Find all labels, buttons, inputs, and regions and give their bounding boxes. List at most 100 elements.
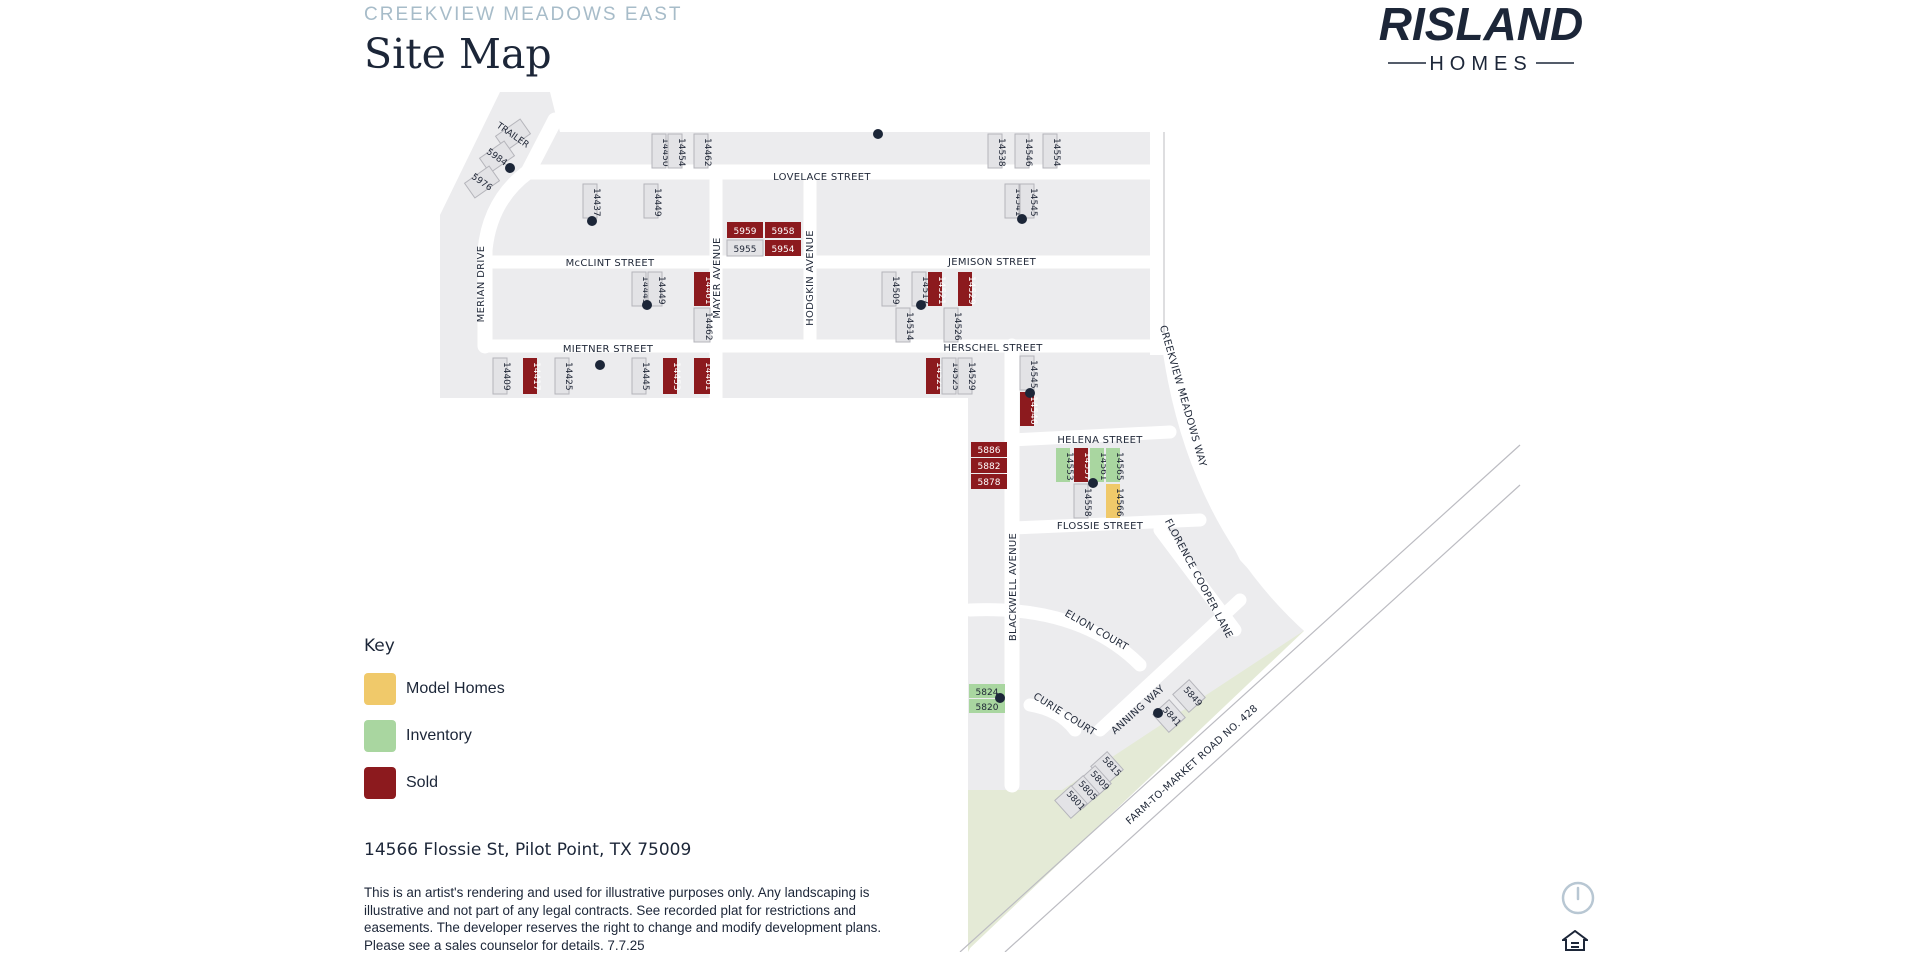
lot-14558[interactable]: 14558 [1082,488,1092,517]
street-flossie: FLOSSIE STREET [1057,521,1144,532]
risland-logo: RISLAND HOMES [1379,0,1583,75]
lot-5958[interactable]: 5958 [772,227,795,237]
lot-14462b[interactable]: 14462 [703,312,713,341]
marker-icon [642,300,652,310]
key-item-model: Model Homes [364,673,505,705]
lot-14529a[interactable]: 14529 [966,276,976,305]
lot-14462a[interactable]: 14462 [702,138,712,167]
key-item-inventory: Inventory [364,720,472,752]
lot-14526[interactable]: 14526 [952,312,962,341]
lot-14454[interactable]: 14454 [676,138,686,167]
inventory-swatch [364,720,396,752]
lot-14521a[interactable]: 14521 [936,276,946,305]
street-herschel: HERSCHEL STREET [943,343,1043,354]
equal-housing-icon [1562,930,1588,951]
lot-14453[interactable]: 14453 [671,362,681,391]
marker-icon [1153,708,1163,718]
street-helena: HELENA STREET [1057,435,1143,446]
lot-14553[interactable]: 14553 [1064,452,1074,481]
lot-14521b[interactable]: 14521 [934,362,944,391]
fm-road [959,444,1521,952]
lot-14545b[interactable]: 14545 [1028,360,1038,389]
lot-14541[interactable]: 14541 [1013,188,1023,217]
lot-14445a[interactable]: 14445 [640,276,650,305]
street-mayer: MAYER AVENUE [712,237,723,318]
map-markers [505,129,1163,718]
lot-14565[interactable]: 14565 [1114,452,1124,481]
disclaimer: This is an artist's rendering and used f… [364,885,882,953]
lots-mid: 14445 14449 14461 14462 14509 14517 1452… [631,271,976,343]
lot-5824[interactable]: 5824 [976,688,999,698]
green-space-east [968,630,1305,950]
lots-north: 14450 14454 14462 14538 14546 14554 1443… [582,133,1061,219]
power-icon[interactable] [1560,880,1596,916]
lot-14417[interactable]: 14417 [531,362,541,391]
page-title: Site Map [364,30,552,78]
street-merian: MERIAN DRIVE [476,246,487,323]
street-mietner: MIETNER STREET [563,344,654,355]
logo-sub: HOMES [1429,53,1532,75]
lot-14545a[interactable]: 14545 [1028,188,1038,217]
key-label-model: Model Homes [406,680,505,697]
marker-icon [995,693,1005,703]
lot-14529b[interactable]: 14529 [966,362,976,391]
lot-14525[interactable]: 14525 [950,362,960,391]
lot-5959[interactable]: 5959 [734,227,757,237]
key-item-sold: Sold [364,767,438,799]
lot-14425[interactable]: 14425 [563,362,573,391]
block-west-south [440,355,725,398]
block-east [968,355,1305,790]
lot-14437[interactable]: 14437 [591,188,601,217]
lot-14514[interactable]: 14514 [904,312,914,341]
marker-icon [873,129,883,139]
lots-helena: 14553 14557 14561 14565 14558 14566 [1056,448,1124,519]
model-swatch [364,673,396,705]
lot-5886[interactable]: 5886 [978,446,1001,456]
key-label-inventory: Inventory [406,727,472,744]
lot-5954[interactable]: 5954 [772,245,795,255]
lots-5950s: 5959 5958 5955 5954 [726,222,801,257]
marker-icon [1017,214,1027,224]
lot-14445b[interactable]: 14445 [640,362,650,391]
lot-14561[interactable]: 14561 [1098,452,1108,481]
lot-5820[interactable]: 5820 [976,703,999,713]
street-hodgkin: HODGKIN AVENUE [805,230,816,326]
marker-icon [595,360,605,370]
lots-northwest: TRAILER 5984 5976 [463,118,532,199]
lot-14538[interactable]: 14538 [996,138,1006,167]
marker-icon [587,216,597,226]
lot-14461b[interactable]: 14461 [703,362,713,391]
lot-14450[interactable]: 14450 [660,138,670,167]
street-blackwell: BLACKWELL AVENUE [1008,533,1019,641]
streets [477,112,1323,793]
lot-5882[interactable]: 5882 [978,462,1001,472]
lots-anning: 5849 5841 5815 5809 5805 5801 [1054,679,1206,819]
lot-14517[interactable]: 14517 [920,276,930,305]
lot-14509[interactable]: 14509 [890,276,900,305]
street-mcclint: McCLINT STREET [566,258,655,269]
street-lovelace: LOVELACE STREET [773,172,871,183]
lot-14566[interactable]: 14566 [1114,488,1124,517]
lot-14554[interactable]: 14554 [1051,138,1061,167]
street-jemison: JEMISON STREET [947,257,1037,268]
key-label-sold: Sold [406,774,439,791]
lots-curie: 5824 5820 [969,684,1005,713]
lot-14546a[interactable]: 14546 [1023,138,1033,167]
lot-14461a[interactable]: 14461 [703,276,713,305]
lot-14546b[interactable]: 14546 [1028,396,1038,425]
marker-icon [505,163,515,173]
lot-14449b[interactable]: 14449 [656,276,666,305]
logo-brand: RISLAND [1379,0,1583,50]
lot-14557[interactable]: 14557 [1082,452,1092,481]
lot-14449a[interactable]: 14449 [652,188,662,217]
marker-icon [916,300,926,310]
marker-icon [1025,388,1035,398]
sold-swatch [364,767,396,799]
lot-5955[interactable]: 5955 [734,245,757,255]
lot-14409[interactable]: 14409 [501,362,511,391]
lots-5880s: 5886 5882 5878 [971,442,1007,489]
property-address: 14566 Flossie St, Pilot Point, TX 75009 [364,840,692,860]
community-name: CREEKVIEW MEADOWS EAST [364,4,683,25]
lot-5878[interactable]: 5878 [978,478,1001,488]
